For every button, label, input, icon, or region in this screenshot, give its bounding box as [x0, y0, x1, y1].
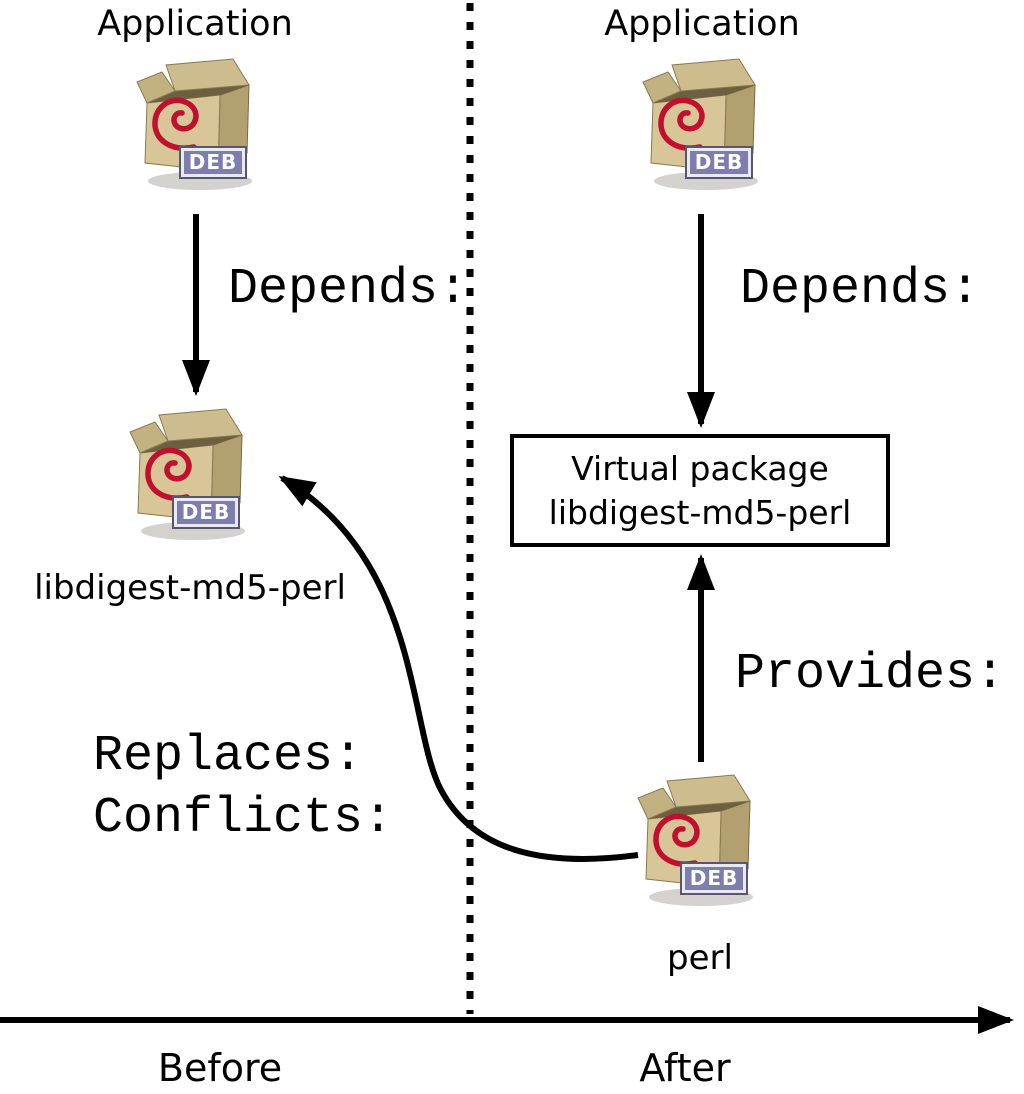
application-label-before: Application: [97, 4, 293, 44]
before-axis-label: Before: [157, 1046, 283, 1090]
replaces-label: Replaces:: [93, 728, 364, 785]
libdigest-md5-perl-package-icon: [113, 400, 263, 550]
virtual-package-box-line2: libdigest-md5-perl: [548, 492, 852, 532]
depends-label-before: Depends:: [228, 261, 469, 318]
application-package-icon-after: [626, 50, 776, 200]
virtual-package-box-line1: Virtual package: [571, 448, 829, 488]
perl-label: perl: [667, 938, 733, 978]
libdigest-md5-perl-label: libdigest-md5-perl: [34, 568, 346, 608]
provides-label: Provides:: [735, 646, 1006, 703]
application-package-icon-before: [120, 50, 270, 200]
conflicts-label: Conflicts:: [93, 790, 394, 847]
after-axis-label: After: [639, 1046, 731, 1090]
depends-label-after: Depends:: [740, 261, 981, 318]
perl-package-icon: [621, 766, 771, 916]
virtual-package-box: Virtual package libdigest-md5-perl: [510, 434, 890, 547]
application-label-after: Application: [604, 4, 800, 44]
